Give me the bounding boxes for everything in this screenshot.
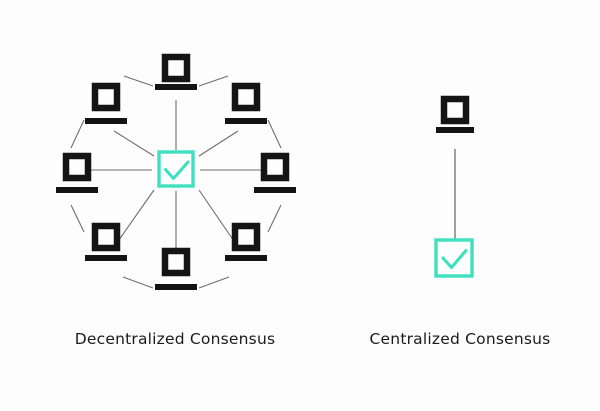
node-square-icon xyxy=(440,95,470,125)
centralized-check-node[interactable] xyxy=(434,238,474,278)
ring-nodes xyxy=(56,53,296,290)
caption-centralized: Centralized Consensus xyxy=(369,330,551,348)
check-box-outline xyxy=(157,150,195,188)
perimeter-link xyxy=(123,75,154,87)
node-square-icon xyxy=(62,152,92,182)
node-square-icon xyxy=(231,82,261,112)
spoke-link xyxy=(113,130,155,157)
ring-node-top-left[interactable] xyxy=(85,82,127,124)
ring-node-bottom-left[interactable] xyxy=(85,222,127,261)
node-bar-icon xyxy=(85,118,127,124)
caption-decentralized: Decentralized Consensus xyxy=(74,330,276,348)
node-bar-icon xyxy=(225,255,267,261)
node-square-icon xyxy=(260,152,290,182)
node-bar-icon xyxy=(155,84,197,90)
ring-node-right[interactable] xyxy=(254,152,296,193)
check-mark-icon xyxy=(163,160,190,181)
centralized-panel xyxy=(434,95,474,278)
spoke-link xyxy=(113,189,155,248)
node-bar-icon xyxy=(436,127,474,133)
decentralized-center-check-node[interactable] xyxy=(157,150,195,188)
spoke-link xyxy=(198,189,239,248)
centralized-authority-node[interactable] xyxy=(436,95,474,133)
perimeter-link xyxy=(198,75,229,87)
perimeter-link xyxy=(267,119,282,149)
perimeter-link xyxy=(122,276,154,289)
check-box-outline xyxy=(434,238,474,278)
spoke-link xyxy=(198,130,239,157)
node-bar-icon xyxy=(56,187,98,193)
node-square-icon xyxy=(91,82,121,112)
ring-node-bottom[interactable] xyxy=(155,247,197,290)
node-square-icon xyxy=(161,53,191,83)
perimeter-link xyxy=(267,204,282,233)
node-square-icon xyxy=(161,247,191,277)
ring-node-left[interactable] xyxy=(56,152,98,193)
perimeter-link xyxy=(70,204,85,233)
perimeter-link xyxy=(70,119,85,149)
ring-node-top-right[interactable] xyxy=(225,82,267,124)
decentralized-panel xyxy=(56,53,296,290)
perimeter-link xyxy=(198,276,230,289)
perimeter-links xyxy=(70,75,282,289)
node-bar-icon xyxy=(85,255,127,261)
ring-node-bottom-right[interactable] xyxy=(225,222,267,261)
node-bar-icon xyxy=(225,118,267,124)
node-bar-icon xyxy=(155,284,197,290)
node-bar-icon xyxy=(254,187,296,193)
spoke-links xyxy=(90,100,262,250)
node-square-icon xyxy=(231,222,261,252)
ring-node-top[interactable] xyxy=(155,53,197,90)
check-mark-icon xyxy=(441,248,468,270)
node-square-icon xyxy=(91,222,121,252)
